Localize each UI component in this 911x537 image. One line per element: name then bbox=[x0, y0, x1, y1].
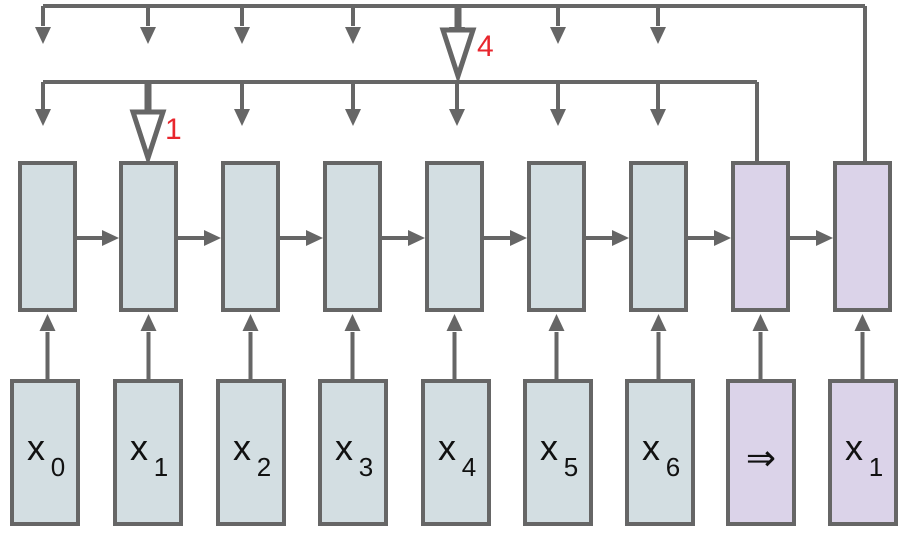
input-arrow bbox=[752, 314, 769, 331]
input-arrow bbox=[39, 314, 56, 331]
hidden-state-cell bbox=[221, 161, 280, 312]
input-token-subscript: 1 bbox=[154, 452, 168, 482]
input-token-symbol: ⇒ bbox=[746, 438, 776, 479]
input-token-box bbox=[10, 379, 80, 526]
input-token-box bbox=[113, 379, 183, 526]
input-token-label: x bbox=[335, 427, 353, 468]
hidden-state-cell bbox=[18, 161, 77, 312]
input-token-subscript: 0 bbox=[51, 452, 65, 482]
input-token-subscript: 2 bbox=[257, 452, 271, 482]
emphasis-arrow-1-head bbox=[129, 109, 167, 167]
input-token-subscript: 3 bbox=[359, 452, 373, 482]
hidden-state-cell bbox=[323, 161, 382, 312]
input-token-label: x bbox=[130, 427, 148, 468]
input-arrow bbox=[140, 314, 157, 331]
upper-bus-arrow bbox=[345, 27, 361, 44]
input-arrow bbox=[650, 314, 667, 331]
lower-bus-arrow bbox=[550, 109, 566, 126]
input-token-label: x bbox=[438, 427, 456, 468]
input-token-box bbox=[625, 379, 695, 526]
recurrent-arrow bbox=[408, 230, 425, 246]
input-token-box bbox=[828, 379, 898, 526]
input-token-subscript: 5 bbox=[564, 452, 578, 482]
recurrent-arrow bbox=[612, 230, 629, 246]
recurrent-arrow bbox=[204, 230, 221, 246]
input-token-subscript: 1 bbox=[869, 452, 883, 482]
lower-bus-arrow bbox=[345, 109, 361, 126]
input-arrow bbox=[242, 314, 259, 331]
upper-bus-arrow bbox=[550, 27, 566, 44]
input-arrow bbox=[344, 314, 361, 331]
upper-bus-arrow bbox=[650, 27, 666, 44]
recurrent-arrow bbox=[510, 230, 527, 246]
upper-bus-arrow bbox=[35, 27, 51, 44]
input-token-label: x bbox=[233, 427, 251, 468]
hidden-state-cell bbox=[629, 161, 688, 312]
input-token-label: x bbox=[27, 427, 45, 468]
input-token-box bbox=[216, 379, 286, 526]
lower-bus-arrow bbox=[650, 109, 666, 126]
hidden-state-cell bbox=[833, 161, 892, 312]
hidden-state-cell bbox=[731, 161, 790, 312]
hidden-state-cell bbox=[119, 161, 178, 312]
input-arrow bbox=[854, 314, 871, 331]
input-token-label: x bbox=[845, 427, 863, 468]
input-arrow bbox=[446, 314, 463, 331]
input-token-label: x bbox=[642, 427, 660, 468]
input-token-subscript: 4 bbox=[462, 452, 476, 482]
annotation-label-1: 1 bbox=[165, 113, 182, 146]
recurrent-arrow bbox=[306, 230, 323, 246]
input-token-subscript: 6 bbox=[666, 452, 680, 482]
hidden-cell-row bbox=[18, 161, 892, 312]
upper-bus-arrow bbox=[140, 27, 156, 44]
recurrent-arrow bbox=[102, 230, 119, 246]
recurrent-arrow bbox=[714, 230, 731, 246]
lower-bus-arrow bbox=[234, 109, 250, 126]
input-token-box bbox=[318, 379, 388, 526]
emphasis-arrow-4-head bbox=[439, 27, 477, 85]
recurrent-arrow bbox=[816, 230, 833, 246]
upper-bus-arrow bbox=[234, 27, 250, 44]
lower-bus-arrow bbox=[35, 109, 51, 126]
hidden-state-cell bbox=[527, 161, 586, 312]
lower-bus-arrow bbox=[449, 109, 465, 126]
input-token-label: x bbox=[540, 427, 558, 468]
input-token-box bbox=[421, 379, 491, 526]
connection-lines bbox=[35, 4, 871, 381]
hidden-state-cell bbox=[425, 161, 484, 312]
annotation-label-4: 4 bbox=[477, 30, 494, 63]
input-arrow bbox=[548, 314, 565, 331]
input-token-box bbox=[726, 379, 796, 526]
input-token-box bbox=[523, 379, 593, 526]
